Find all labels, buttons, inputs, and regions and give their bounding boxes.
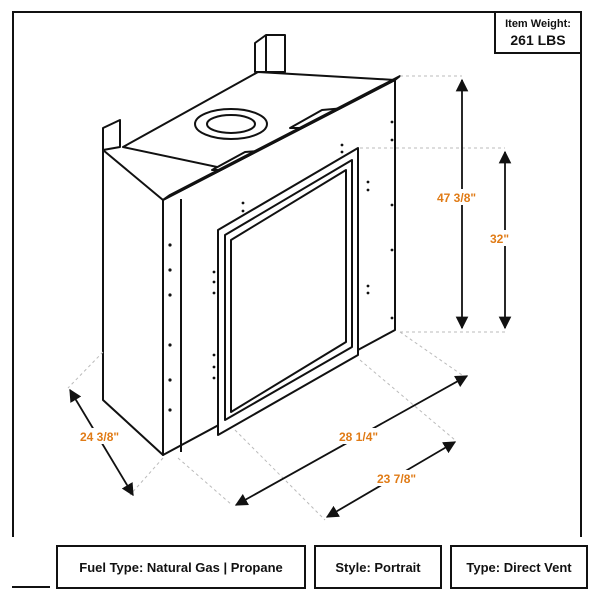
fireplace-unit (102, 34, 401, 456)
type-text: Type: Direct Vent (466, 559, 572, 575)
type-box: Type: Direct Vent (450, 545, 588, 589)
outer-frame (12, 11, 582, 537)
opening-height-label: 32" (490, 232, 509, 246)
fuel-type-text: Fuel Type: Natural Gas | Propane (79, 559, 283, 575)
item-weight-box: Item Weight: 261 LBS (494, 11, 582, 54)
depth-label: 24 3/8" (80, 430, 119, 444)
item-weight-label: Item Weight: (505, 18, 571, 30)
frame-bottom-left-edge (12, 586, 50, 588)
fuel-type-box: Fuel Type: Natural Gas | Propane (56, 545, 306, 589)
rear-vent-collar (254, 34, 286, 73)
item-weight-value: 261 LBS (510, 32, 566, 48)
front-width-label: 28 1/4" (339, 430, 378, 444)
flue-ring-inner (206, 114, 256, 134)
back-width-label: 23 7/8" (377, 472, 416, 486)
overall-height-label: 47 3/8" (437, 191, 476, 205)
left-side-panel (102, 149, 164, 456)
rear-side-tab (102, 119, 121, 151)
style-text: Style: Portrait (335, 559, 421, 575)
screw-dots (168, 120, 394, 412)
style-box: Style: Portrait (314, 545, 442, 589)
